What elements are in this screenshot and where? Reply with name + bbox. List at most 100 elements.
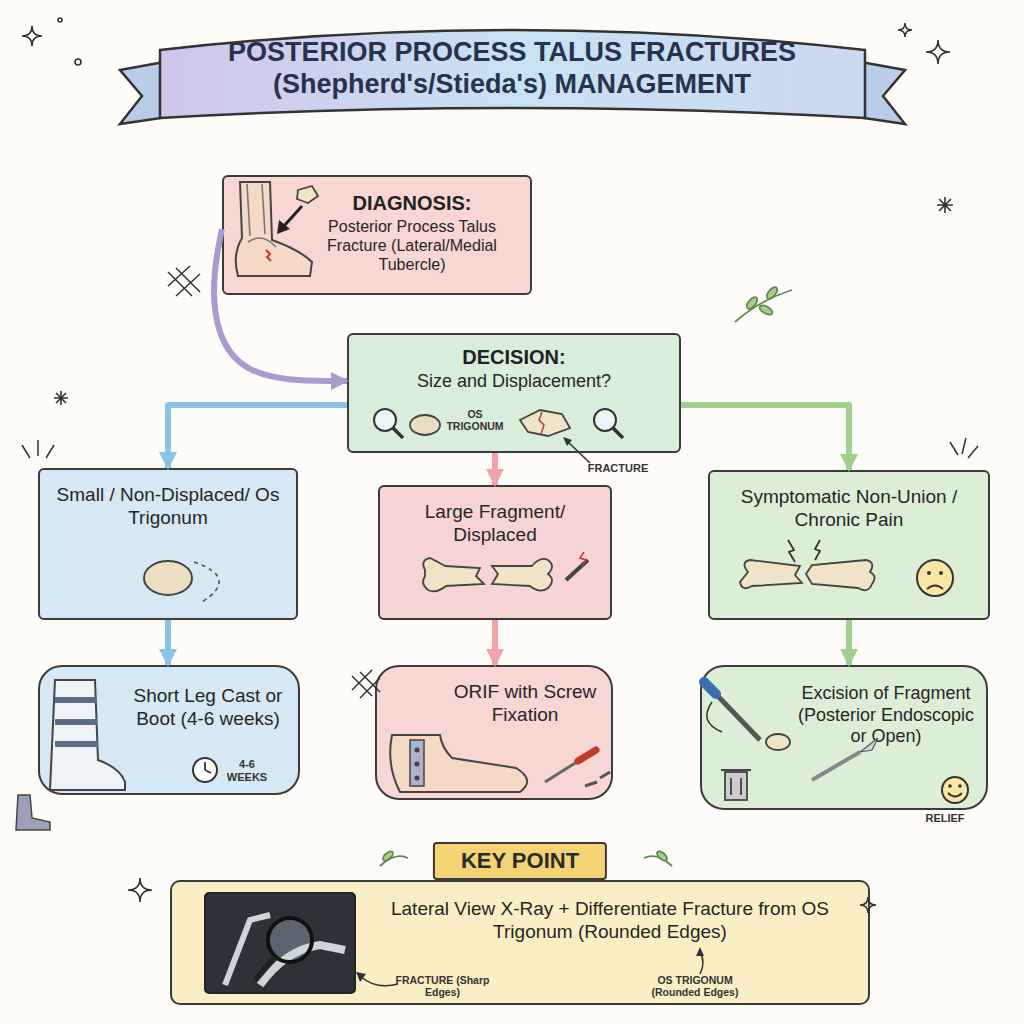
leaf-sprig-part: [655, 850, 668, 862]
excision-sketch-part: [812, 752, 860, 780]
decision-icons-part: [520, 410, 570, 436]
xray-sketch-part: [696, 947, 704, 956]
treatment-box: ORIF with Screw Fixation: [375, 665, 613, 800]
xray-sketch: [205, 893, 704, 993]
excision-sketch-part: [712, 690, 760, 740]
leaf-sprig-part: [758, 303, 774, 316]
excision-sketch: [704, 682, 968, 803]
decision-icons-part: [594, 409, 616, 431]
excision-sketch-part: [766, 734, 790, 750]
excision-sketch-part: [860, 738, 878, 752]
hatch-mark-part: [352, 670, 380, 698]
hatch-mark: [22, 266, 978, 698]
non-union-sketch-part: [806, 560, 875, 590]
non-union-sketch-part: [917, 560, 953, 596]
non-union-sketch-part: [939, 571, 943, 575]
flow-arrow: [492, 620, 498, 665]
sparkle-part: [926, 40, 950, 64]
sparkle: [22, 18, 953, 913]
node-text: Size and Displacement?: [359, 371, 669, 393]
ankle-illustration-part: [284, 206, 302, 226]
non-union-sketch-part: [927, 571, 931, 575]
xray-sketch-part: [225, 915, 270, 985]
ankle-illustration-part: [248, 238, 276, 247]
annotation-label: FRACTURE: [578, 462, 658, 475]
node-text: Excision of Fragment (Posterior Endoscop…: [794, 683, 978, 748]
flow-arrow: [168, 405, 347, 468]
node-text: Symptomatic Non-Union / Chronic Pain: [720, 486, 978, 532]
leaf-sprig-part: [765, 285, 779, 300]
boot-sketch-part: [16, 795, 50, 830]
node-heading: DECISION:: [359, 345, 669, 369]
leaf-sprig-part: [380, 856, 408, 866]
sparkle-part: [22, 26, 42, 46]
flow-arrow: [492, 453, 498, 485]
decision-icons-part: [613, 428, 623, 438]
orif-sketch: [390, 735, 610, 792]
leaf-sprig: [380, 285, 792, 866]
node-heading: KEY POINT: [433, 842, 607, 880]
title-text: POSTERIOR PROCESS TALUS FRACTURES (Sheph…: [180, 36, 844, 101]
flow-arrow: [846, 620, 852, 665]
sparkle-part: [54, 391, 68, 405]
orif-sketch-part: [578, 750, 596, 761]
flow-arrow: [214, 229, 347, 381]
non-union-sketch-part: [788, 540, 820, 562]
title-ribbon-part: [160, 30, 865, 118]
title-ribbon-part: [120, 60, 175, 124]
non-union-sketch-part: [927, 586, 943, 590]
displaced-fragment-sketch-part: [492, 559, 552, 591]
node-text: Large Fragment/ Displaced: [388, 501, 602, 547]
node-text: Short Leg Cast or Boot (4-6 weeks): [128, 685, 288, 731]
displaced-fragment-sketch: [423, 552, 588, 591]
node-text: Lateral View X-Ray + Differentiate Fract…: [372, 898, 848, 944]
diagnosis-box: DIAGNOSIS:Posterior Process Talus Fractu…: [222, 175, 532, 295]
decision-icons: [374, 409, 623, 463]
displaced-fragment-sketch-part: [580, 552, 586, 566]
hatch-mark-part: [168, 266, 200, 296]
orif-sketch-part: [585, 772, 610, 786]
orif-sketch-part: [390, 735, 527, 792]
orif-sketch-part: [410, 740, 424, 786]
title-ribbon-part: [850, 60, 905, 124]
title-ribbon: [120, 30, 905, 124]
orif-sketch-part: [415, 748, 420, 753]
excision-sketch-part: [948, 784, 952, 788]
non-union-sketch: [740, 540, 953, 596]
flow-arrow: [165, 620, 171, 665]
ankle-illustration-part: [297, 186, 318, 203]
xray-sketch-part: [356, 972, 366, 982]
option-box: Symptomatic Non-Union / Chronic Pain: [708, 470, 990, 620]
leaf-sprig-part: [735, 290, 792, 322]
boot-sketch-part: [205, 762, 211, 773]
non-union-sketch-part: [740, 560, 802, 588]
xray-sketch-part: [700, 952, 703, 974]
decision-icons-part: [393, 428, 403, 438]
orif-sketch-part: [415, 762, 420, 767]
displaced-fragment-sketch-part: [423, 558, 484, 591]
ankle-illustration: [236, 182, 318, 276]
xray-sketch-part: [255, 957, 275, 980]
decision-icons-part: [410, 415, 440, 435]
excision-sketch-part: [704, 682, 716, 694]
node-text: Posterior Process Talus Fracture (Latera…: [302, 217, 522, 275]
leaf-sprig-part: [644, 856, 672, 866]
sparkle-part: [937, 197, 953, 213]
boot-sketch-part: [50, 680, 125, 790]
xray-sketch-part: [205, 893, 355, 993]
sparkle-part: [898, 23, 912, 37]
sparkle-part: [58, 18, 62, 22]
decision-icons-part: [374, 409, 396, 431]
sparkle-part: [128, 878, 152, 902]
xray-sketch-part: [260, 945, 345, 985]
ankle-illustration-part: [266, 250, 271, 261]
decision-icons-part: [563, 437, 572, 446]
node-text: Small / Non-Displaced/ Os Trigonum: [50, 484, 286, 530]
ankle-illustration-part: [247, 184, 265, 236]
displaced-fragment-sketch-part: [566, 560, 588, 580]
boot-sketch: [16, 680, 217, 830]
excision-sketch-part: [725, 772, 747, 800]
decision-box: DECISION:Size and Displacement?: [347, 333, 681, 453]
ankle-illustration-part: [236, 182, 312, 276]
